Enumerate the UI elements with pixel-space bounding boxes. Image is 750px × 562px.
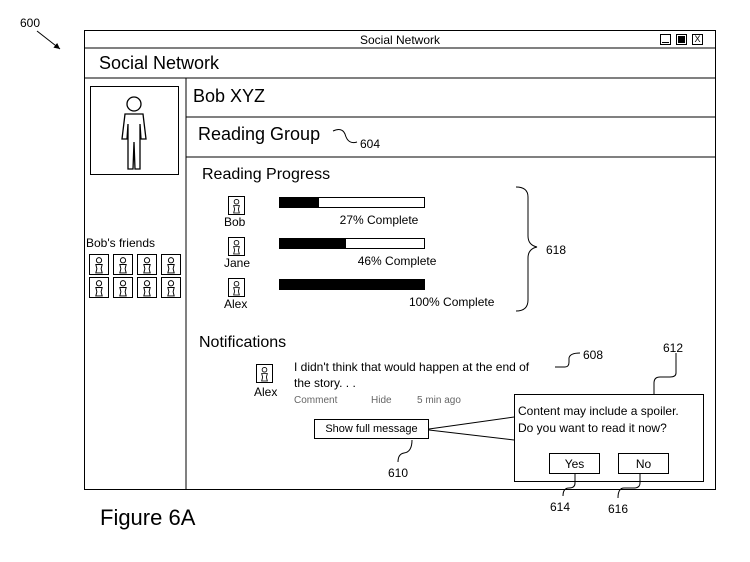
person-icon: [90, 255, 108, 274]
reading-progress-title: Reading Progress: [202, 166, 330, 184]
friend-avatar[interactable]: [161, 254, 181, 275]
notifications-title: Notifications: [199, 334, 286, 352]
progress-bar-fill: [280, 239, 346, 248]
show-full-message-button[interactable]: Show full message: [314, 419, 429, 439]
person-icon: [114, 255, 132, 274]
member-name: Alex: [224, 297, 247, 311]
spoiler-dialog-line1: Content may include a spoiler.: [518, 404, 679, 418]
person-icon: [90, 278, 108, 297]
friend-avatar[interactable]: [113, 254, 133, 275]
friend-avatar[interactable]: [137, 254, 157, 275]
show-full-message-ref: 610: [388, 466, 408, 480]
notification-text-ref: 608: [583, 348, 603, 362]
friends-label: Bob's friends: [86, 236, 155, 250]
figure-caption: Figure 6A: [100, 505, 195, 531]
reading-group-title[interactable]: Reading Group: [198, 124, 320, 145]
yes-button-ref: 614: [550, 500, 570, 514]
friend-avatar[interactable]: [137, 277, 157, 298]
member-name: Bob: [224, 215, 245, 229]
close-button[interactable]: X: [692, 34, 703, 45]
person-icon: [91, 87, 178, 174]
progress-ref: 618: [546, 243, 566, 257]
progress-label: 100% Complete: [409, 295, 494, 309]
friend-avatar[interactable]: [89, 254, 109, 275]
reading-group-ref: 604: [360, 137, 380, 151]
notification-author-name[interactable]: Alex: [254, 385, 277, 399]
person-icon: [138, 278, 156, 297]
friends-grid: [89, 254, 185, 300]
progress-label: 27% Complete: [340, 213, 419, 227]
progress-bar: [279, 238, 425, 249]
person-icon: [162, 255, 180, 274]
progress-bar-fill: [280, 198, 319, 207]
progress-label: 46% Complete: [358, 254, 437, 268]
member-avatar[interactable]: [228, 237, 245, 256]
member-name: Jane: [224, 256, 250, 270]
minimize-button[interactable]: [660, 34, 671, 45]
friend-avatar[interactable]: [89, 277, 109, 298]
notification-time: 5 min ago: [417, 395, 461, 406]
spoiler-dialog-line2: Do you want to read it now?: [518, 421, 667, 435]
figure-arrow: [37, 31, 60, 49]
notification-author-avatar[interactable]: [256, 364, 273, 383]
progress-bar: [279, 279, 425, 290]
profile-name: Bob XYZ: [193, 86, 265, 107]
person-icon: [229, 279, 244, 296]
member-avatar[interactable]: [228, 278, 245, 297]
progress-bar-fill: [280, 280, 424, 289]
friend-avatar[interactable]: [113, 277, 133, 298]
notification-text-line1: I didn't think that would happen at the …: [294, 360, 529, 374]
person-icon: [229, 238, 244, 255]
progress-bar: [279, 197, 425, 208]
maximize-button[interactable]: [676, 34, 687, 45]
window-title: Social Network: [84, 33, 716, 47]
profile-picture[interactable]: [90, 86, 179, 175]
person-icon: [138, 255, 156, 274]
hide-link[interactable]: Hide: [371, 395, 392, 406]
figure-number-label: 600: [20, 16, 40, 30]
person-icon: [257, 365, 272, 382]
yes-button[interactable]: Yes: [549, 453, 600, 474]
person-icon: [162, 278, 180, 297]
comment-link[interactable]: Comment: [294, 395, 337, 406]
no-button-ref: 616: [608, 502, 628, 516]
notification-text-line2: the story. . .: [294, 376, 356, 390]
member-avatar[interactable]: [228, 196, 245, 215]
friend-avatar[interactable]: [161, 277, 181, 298]
close-icon: X: [694, 34, 700, 44]
person-icon: [114, 278, 132, 297]
no-button[interactable]: No: [618, 453, 669, 474]
spoiler-dialog-ref: 612: [663, 341, 683, 355]
app-header: Social Network: [99, 53, 219, 74]
person-icon: [229, 197, 244, 214]
